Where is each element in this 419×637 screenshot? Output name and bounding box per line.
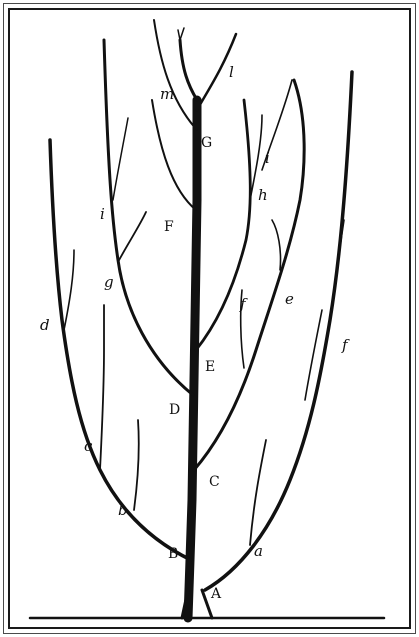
twig-right-mid [305,310,322,400]
label-D: D [169,402,180,418]
label-F: F [164,219,174,235]
label-f-left: f [239,295,248,313]
label-i-left: i [100,205,105,223]
label-A: A [210,586,222,602]
label-m: m [160,85,174,103]
branch-m [180,40,197,100]
label-f-right: f [341,336,350,354]
label-e: e [285,290,294,308]
twig-c [100,305,104,470]
label-b: b [118,501,128,519]
label-l: l [229,63,234,81]
branch-B [50,140,191,560]
label-h: h [258,186,268,204]
twig-b [134,420,139,510]
branch-F [152,100,196,210]
branch-m-tip [178,28,184,40]
twig-i-left [113,118,128,200]
twig-e [272,220,281,270]
label-C: C [209,474,220,490]
label-a: a [254,542,263,560]
label-G: G [201,135,212,151]
branch-D [104,40,193,395]
twig-f-right [330,220,344,320]
label-c: c [84,437,93,455]
branch-A [205,72,352,590]
label-B: B [168,546,178,562]
trunk [188,100,197,618]
label-d: d [40,316,50,334]
label-i-right: i [265,149,270,167]
twig-g [118,212,146,262]
label-g: g [104,273,114,291]
label-E: E [205,359,215,375]
branch-top-left [154,20,197,130]
twig-d [64,250,74,330]
